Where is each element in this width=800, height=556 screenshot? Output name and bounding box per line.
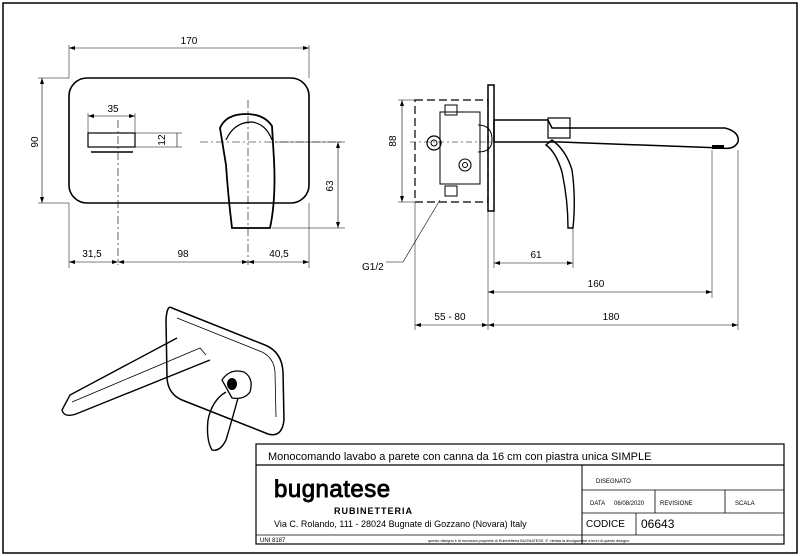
dim-right-offset: 40,5 xyxy=(269,249,289,260)
side-view: 88 G1/2 61 160 55 - 80 180 xyxy=(362,84,739,330)
product-title: Monocomando lavabo a parete con canna da… xyxy=(268,451,651,463)
revisione-label: REVISIONE xyxy=(660,501,693,507)
codice-label: CODICE xyxy=(586,519,625,530)
uni-standard: UNI 8187 xyxy=(260,538,286,544)
inlet-left xyxy=(426,135,442,151)
perspective-view xyxy=(61,306,285,451)
company-address: Via C. Rolando, 111 - 28024 Bugnate di G… xyxy=(274,519,527,529)
data-value: 06/08/2020 xyxy=(614,501,645,507)
dim-side-height: 88 xyxy=(388,135,399,147)
handle-hub xyxy=(547,117,571,139)
thread-leader xyxy=(402,199,441,263)
aerator xyxy=(712,145,724,149)
title-block: Monocomando lavabo a parete con canna da… xyxy=(255,443,785,545)
dim-spout-drop: 61 xyxy=(530,250,542,261)
lever-side xyxy=(544,139,575,229)
perspective-plate xyxy=(165,306,285,436)
dim-total: 180 xyxy=(603,312,620,323)
data-label: DATA xyxy=(590,501,605,507)
perspective-hub xyxy=(221,370,252,400)
perspective-lever xyxy=(206,391,239,451)
inlet-bottom xyxy=(458,158,472,172)
dim-lever-height: 12 xyxy=(157,134,168,146)
scala-label: SCALA xyxy=(735,501,755,507)
front-view: 170 90 35 12 63 31,5 98 40,5 xyxy=(30,36,345,268)
thread-label: G1/2 xyxy=(362,262,384,273)
dim-left-offset: 31,5 xyxy=(82,249,102,260)
dim-width-total: 170 xyxy=(181,36,198,47)
built-in-box xyxy=(414,99,489,203)
brand-subtitle: RUBINETTERIA xyxy=(334,506,413,516)
spout-side xyxy=(493,119,739,150)
spout-front xyxy=(219,113,276,229)
dim-lever-width: 35 xyxy=(107,104,119,115)
spout-front-detail xyxy=(225,121,273,141)
perspective-spout xyxy=(61,337,211,417)
codice-value: 06643 xyxy=(641,517,675,531)
brand-logo: bugnatese xyxy=(274,476,391,503)
dim-height-total: 90 xyxy=(30,136,41,148)
valve-body xyxy=(439,111,481,185)
dim-projection: 160 xyxy=(588,279,605,290)
dim-center-distance: 98 xyxy=(177,249,189,260)
footer-note: questo disegno è di esclusiva proprietà … xyxy=(428,539,629,543)
dim-spout-height: 63 xyxy=(325,180,336,192)
disegnato-label: DISEGNATO xyxy=(596,479,631,485)
lever-outline xyxy=(87,132,136,148)
dim-wall-depth: 55 - 80 xyxy=(434,312,466,323)
wall-plate xyxy=(68,77,310,204)
